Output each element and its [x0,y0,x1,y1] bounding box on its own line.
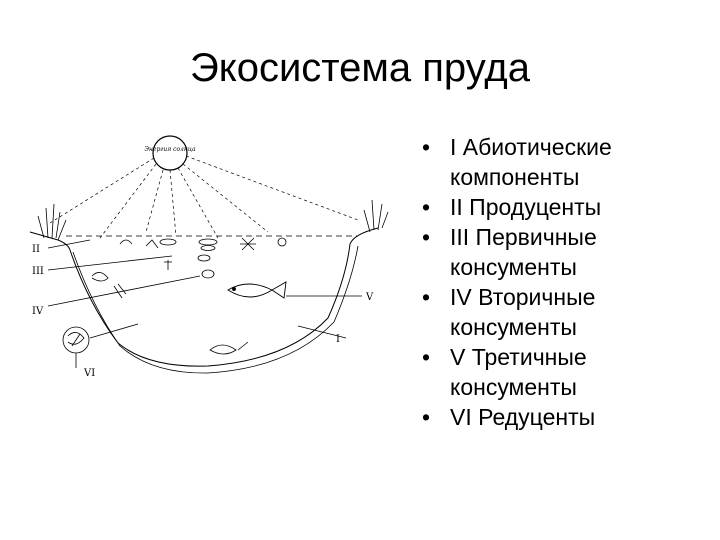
marker-v: V [365,292,374,303]
bottom-organism-icon [209,341,249,355]
decomposer-icon [62,326,90,354]
marker-iv: IV [32,306,44,317]
marker-vi: VI [83,368,95,379]
legend-item-decomposers: VI Редуценты [420,402,710,432]
marker-ii: II [32,244,40,255]
marker-iii: III [32,266,44,277]
legend-item-abiotic: I Абиотические компоненты [420,132,710,192]
legend-item-secondary-consumers: IV Вторичные консументы [420,282,710,342]
pond-bank-inner [72,245,359,374]
legend-list: I Абиотические компоненты II Продуценты … [420,132,710,432]
pond-bank-outer [29,227,379,367]
legend-item-tertiary-consumers: V Третичные консументы [420,342,710,402]
fish-icon [227,281,287,299]
sun-icon: Энергия солнца [144,135,196,171]
reeds-right-icon [363,199,389,233]
sun-rays [49,155,359,239]
reeds-left-icon [37,203,67,241]
legend-item-producers: II Продуценты [420,192,710,222]
slide-title: Экосистема пруда [190,46,530,90]
consumers-icons [91,254,215,299]
sun-label: Энергия солнца [144,146,196,153]
pond-ecosystem-diagram: Энергия солнца [29,135,389,379]
marker-i: I [336,334,340,345]
legend-item-primary-consumers: III Первичные консументы [420,222,710,282]
plankton-icons [119,237,287,251]
pointer-lines [47,239,362,368]
